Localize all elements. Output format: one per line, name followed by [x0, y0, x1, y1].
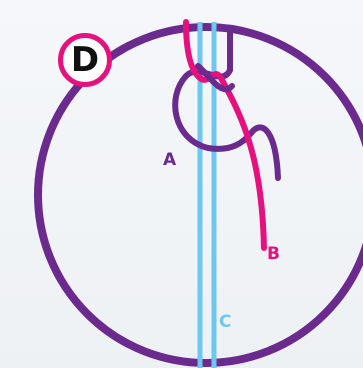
label-b: B — [267, 244, 280, 264]
pink-rope-b — [183, 19, 267, 251]
label-c: C — [219, 312, 232, 332]
step-badge: D — [58, 33, 112, 87]
purple-loop-a — [172, 67, 281, 181]
step-badge-letter: D — [70, 40, 100, 80]
purple-rope-crossing — [195, 63, 235, 93]
label-a: A — [163, 150, 177, 170]
outer-circle — [34, 23, 363, 367]
